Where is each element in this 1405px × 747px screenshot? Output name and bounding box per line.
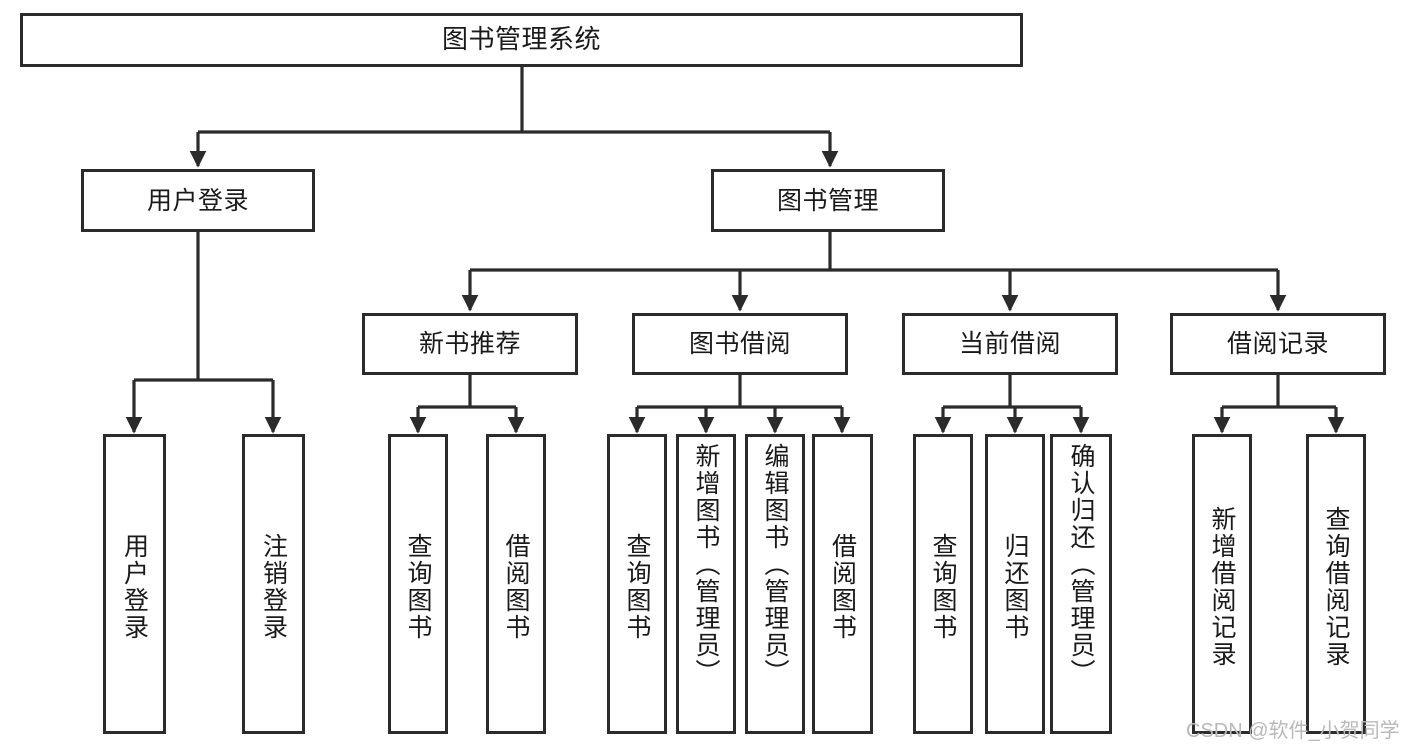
leaf-logout[interactable]: 注销登录	[242, 434, 305, 734]
node-label: 查询图书	[929, 533, 957, 641]
node-label: 图书借阅	[688, 330, 791, 358]
node-label: 借阅图书	[502, 533, 530, 641]
node-new-book-recommend[interactable]: 新书推荐	[362, 313, 578, 375]
node-book-management[interactable]: 图书管理	[711, 169, 945, 232]
leaf-user-login[interactable]: 用户登录	[103, 434, 166, 734]
node-current-borrow[interactable]: 当前借阅	[902, 313, 1118, 375]
node-book-borrow[interactable]: 图书借阅	[632, 313, 848, 375]
node-label: 新增借阅记录	[1208, 506, 1236, 668]
leaf-new-book-query[interactable]: 查询图书	[388, 434, 448, 734]
leaf-borrow-query-book[interactable]: 查询图书	[607, 434, 667, 734]
node-label: 当前借阅	[958, 330, 1061, 358]
leaf-add-book-admin[interactable]: 新增图书（管理员）	[676, 434, 736, 734]
leaf-add-borrow-record[interactable]: 新增借阅记录	[1192, 434, 1252, 734]
leaf-confirm-return-admin[interactable]: 确认归还（管理员）	[1050, 434, 1112, 734]
leaf-edit-book-admin[interactable]: 编辑图书（管理员）	[745, 434, 805, 734]
node-label: 用户登录	[146, 186, 249, 215]
node-label: 图书管理	[776, 186, 879, 215]
watermark: CSDN @软件_小贺同学	[1186, 720, 1400, 742]
node-label: 借阅记录	[1226, 330, 1329, 358]
leaf-current-query-book[interactable]: 查询图书	[913, 434, 973, 734]
node-user-login[interactable]: 用户登录	[81, 169, 315, 232]
node-label: 图书管理系统	[441, 24, 601, 55]
node-label: 借阅图书	[828, 533, 857, 641]
leaf-borrow-book[interactable]: 借阅图书	[812, 434, 873, 734]
node-label: 编辑图书（管理员）	[761, 443, 789, 686]
node-label: 查询图书	[623, 533, 651, 641]
node-label: 归还图书	[1001, 533, 1029, 641]
node-label: 确认归还（管理员）	[1067, 443, 1095, 686]
leaf-return-book[interactable]: 归还图书	[985, 434, 1045, 734]
node-borrow-record[interactable]: 借阅记录	[1170, 313, 1386, 375]
node-label: 用户登录	[120, 533, 149, 641]
node-label: 查询借阅记录	[1322, 506, 1350, 668]
leaf-new-book-borrow[interactable]: 借阅图书	[486, 434, 546, 734]
node-label: 注销登录	[259, 533, 288, 641]
node-label: 查询图书	[404, 533, 432, 641]
node-label: 新书推荐	[418, 330, 521, 358]
node-root-system[interactable]: 图书管理系统	[20, 13, 1023, 67]
leaf-query-borrow-record[interactable]: 查询借阅记录	[1306, 434, 1366, 734]
node-label: 新增图书（管理员）	[692, 443, 720, 686]
